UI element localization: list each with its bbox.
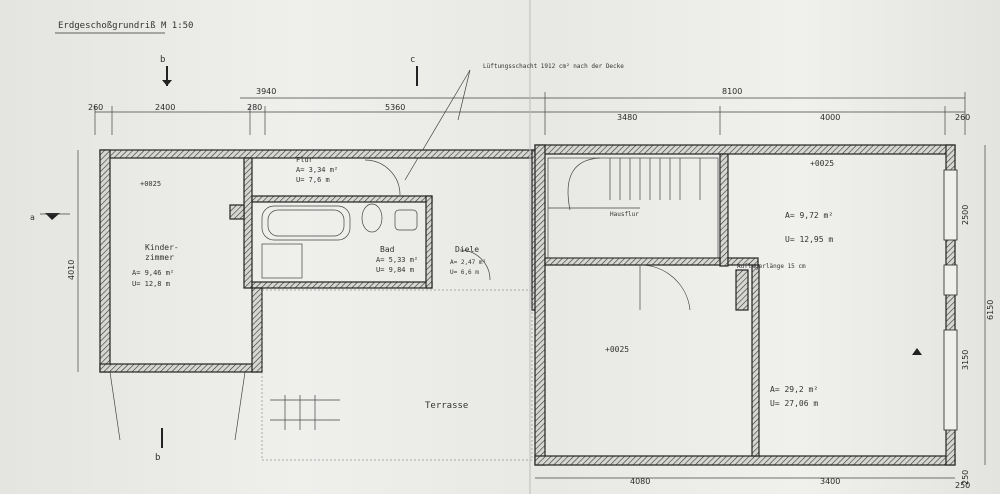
svg-text:A= 5,33 m²: A= 5,33 m² — [376, 256, 418, 264]
drawing-title: Erdgeschoßgrundriß M 1:50 — [58, 21, 193, 31]
svg-text:A= 3,34 m²: A= 3,34 m² — [296, 166, 338, 174]
side-dimensions: 4010 2500 6150 3150 250 — [67, 145, 995, 485]
dim-right-2: 3150 — [961, 350, 970, 370]
stair-label: Hausflur — [610, 211, 639, 218]
svg-text:A= 9,72 m²: A= 9,72 m² — [785, 211, 833, 220]
svg-text:Bad: Bad — [380, 245, 395, 254]
top-dimension-chain: 3940 8100 260 2400 280 5360 3480 4000 26… — [88, 87, 970, 135]
svg-text:U= 6,6 m: U= 6,6 m — [450, 269, 479, 276]
section-marker-b-bottom: b — [155, 428, 163, 463]
bottom-dimensions: 4080 3400 250 — [535, 477, 970, 490]
dim-right-3: 250 — [961, 470, 970, 485]
dim-overall-right: 8100 — [722, 87, 742, 96]
svg-text:a: a — [30, 213, 35, 222]
svg-text:+0025: +0025 — [810, 159, 834, 168]
svg-text:A= 2,47 m²: A= 2,47 m² — [450, 259, 486, 266]
room-diele: Diele A= 2,47 m² U= 6,6 m — [450, 245, 486, 276]
room-flur: Flur A= 3,34 m² U= 7,6 m — [296, 156, 338, 184]
svg-text:+0025: +0025 — [605, 345, 629, 354]
room-name-kinderzimmer: Kinder-zimmer — [145, 243, 179, 262]
section-marker-b-top: b — [160, 55, 172, 86]
right-block-walls — [534, 144, 956, 466]
level-kinderzimmer: +0025 — [140, 180, 161, 188]
dim-seg-1: 260 — [88, 103, 103, 112]
svg-text:Diele: Diele — [455, 245, 479, 254]
svg-text:U= 27,06 m: U= 27,06 m — [770, 399, 818, 408]
door-swings — [109, 159, 691, 441]
svg-text:U= 7,6 m: U= 7,6 m — [296, 176, 330, 184]
svg-text:Flur: Flur — [296, 156, 313, 164]
note-ventilation: Lüftungsschacht 1912 cm² nach der Decke — [483, 63, 624, 70]
svg-text:U= 9,84 m: U= 9,84 m — [376, 266, 414, 274]
room-perimeter-kinderzimmer: U= 12,8 m — [132, 280, 170, 288]
dim-seg-5: 3480 — [617, 113, 637, 122]
section-marker-c-top: c — [410, 55, 418, 86]
stair: Hausflur — [547, 157, 719, 259]
dim-seg-4: 5360 — [385, 103, 405, 112]
dim-seg-2: 2400 — [155, 103, 175, 112]
svg-text:b: b — [155, 453, 160, 463]
room-terrasse: Terrasse — [425, 401, 468, 411]
dim-overall-left: 3940 — [256, 87, 276, 96]
dim-bottom-1: 4080 — [630, 477, 650, 486]
dim-seg-6: 4000 — [820, 113, 840, 122]
dim-bottom-2: 3400 — [820, 477, 840, 486]
dim-bottom-3: 250 — [955, 481, 970, 490]
right-windows — [912, 169, 958, 431]
dim-right-total: 6150 — [986, 300, 995, 320]
dim-left-height: 4010 — [67, 260, 76, 280]
svg-text:c: c — [410, 55, 415, 65]
bath-fixtures — [229, 203, 418, 279]
note-auflager: Auflagerlänge 15 cm — [737, 263, 806, 270]
svg-text:b: b — [160, 55, 165, 65]
dim-seg-7: 260 — [955, 113, 970, 122]
room-area-kinderzimmer: A= 9,46 m² — [132, 269, 174, 277]
terrace-outline — [261, 289, 533, 461]
room-right: +0025 A= 9,72 m² U= 12,95 m Auflagerläng… — [737, 159, 834, 270]
room-kinderzimmer: Kinder-zimmer A= 9,46 m² U= 12,8 m +0025 — [132, 180, 179, 288]
room-bad: Bad A= 5,33 m² U= 9,84 m — [376, 245, 418, 274]
dim-right-1: 2500 — [961, 205, 970, 225]
dim-seg-3: 280 — [247, 103, 262, 112]
svg-text:A= 29,2 m²: A= 29,2 m² — [770, 385, 818, 394]
svg-text:U= 12,95 m: U= 12,95 m — [785, 235, 833, 244]
room-large: +0025 A= 29,2 m² U= 27,06 m — [605, 345, 818, 408]
section-marker-a-left: a — [30, 213, 70, 222]
